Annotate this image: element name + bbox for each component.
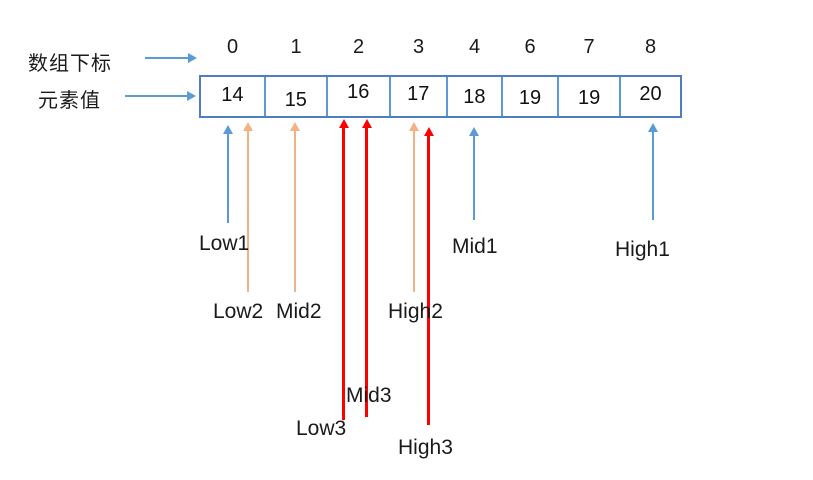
array-index: 4 (468, 36, 481, 58)
high1-pointer-arrow-icon (648, 123, 658, 220)
low1-pointer-arrow-icon (223, 125, 233, 223)
mid1-pointer-label: Mid1 (452, 235, 498, 258)
array-index: 8 (644, 36, 657, 58)
array-index-row-label: 数组下标 (28, 53, 112, 75)
high2-pointer-arrow-icon (409, 122, 419, 292)
high1-pointer-label: High1 (615, 238, 670, 261)
mid3-pointer-label: Mid3 (346, 384, 392, 407)
mid2-pointer-arrow-icon (290, 122, 300, 292)
array-cell: 15 (266, 77, 328, 116)
mid3-pointer-arrow-icon (361, 119, 372, 417)
array-index: 2 (352, 36, 365, 58)
high3-pointer-arrow-icon (423, 127, 434, 425)
low2-pointer-arrow-icon (243, 122, 253, 292)
high2-pointer-label: High2 (388, 300, 443, 323)
array-index: 3 (412, 36, 425, 58)
low1-pointer-label: Low1 (199, 232, 250, 255)
array-cell: 14 (201, 77, 266, 116)
low2-pointer-label: Low2 (213, 300, 264, 323)
value-label-arrow-icon (125, 91, 196, 101)
array-index: 0 (226, 36, 239, 58)
element-value-row-label: 元素值 (38, 90, 101, 112)
array-cell: 19 (503, 77, 560, 116)
array-index: 1 (290, 36, 302, 58)
mid2-pointer-label: Mid2 (276, 300, 322, 323)
high3-pointer-label: High3 (398, 436, 453, 459)
array-index-row: 0 1 2 3 4 6 7 8 (200, 36, 681, 59)
array-cell: 18 (448, 77, 503, 116)
array-cell: 19 (559, 77, 622, 116)
array-index: 6 (524, 36, 536, 58)
low3-pointer-arrow-icon (338, 119, 349, 420)
array-cell: 20 (639, 83, 662, 105)
array-cell: 17 (391, 77, 448, 116)
array-cell: 16 (328, 77, 391, 116)
array: 14 15 16 17 18 19 19 20 (199, 75, 682, 118)
low3-pointer-label: Low3 (296, 417, 347, 440)
index-label-arrow-icon (145, 53, 197, 63)
mid1-pointer-arrow-icon (469, 127, 479, 220)
array-index: 7 (583, 36, 595, 58)
